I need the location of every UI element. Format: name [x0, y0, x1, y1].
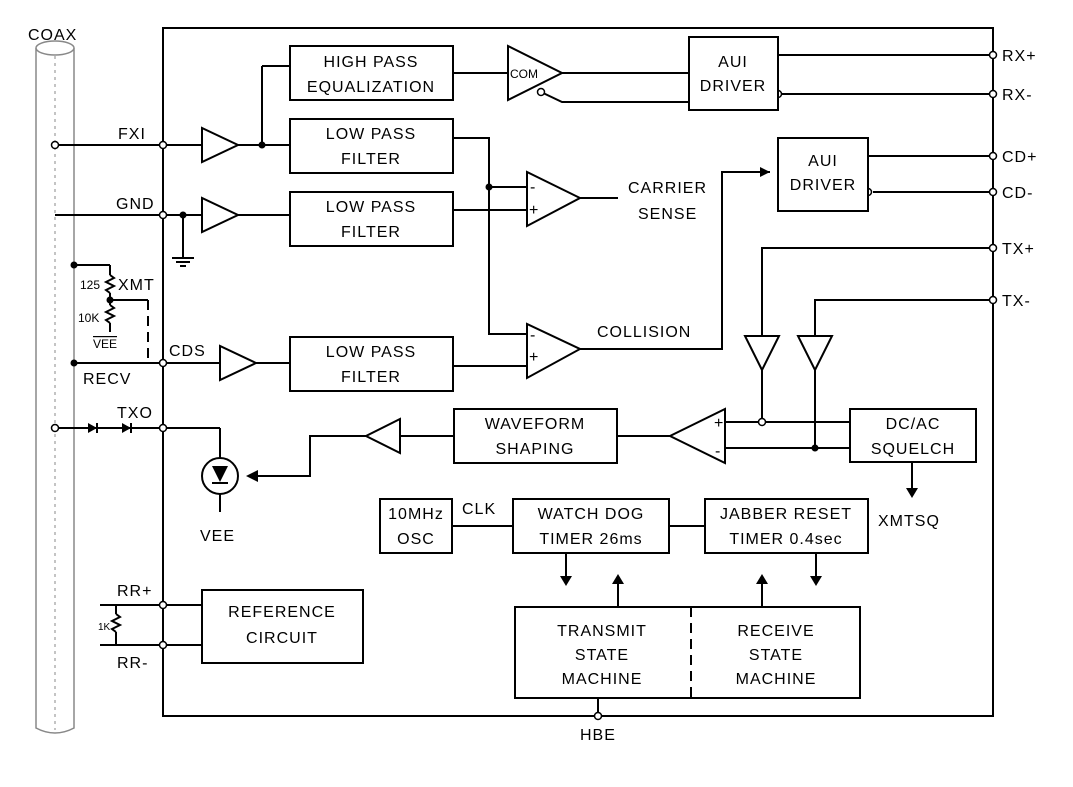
aui-cd-line-2: DRIVER	[790, 177, 856, 194]
watchdog-line-1: WATCH DOG	[538, 506, 645, 523]
aui-driver-rx-block: AUI DRIVER	[688, 36, 779, 111]
rr-plus-label: RR+	[117, 583, 152, 600]
aui-rx-line-2: DRIVER	[700, 78, 766, 95]
carrier-sense-comparator	[526, 170, 583, 228]
cd-minus-label: CD-	[1002, 185, 1033, 202]
fxi-buffer	[201, 126, 241, 164]
chip-outline	[162, 27, 994, 717]
receive-sm-line-1: RECEIVE	[737, 623, 814, 640]
gnd-buffer	[201, 196, 241, 234]
carrier-sense-label-2: SENSE	[638, 206, 697, 223]
transmit-sm-line-3: MACHINE	[562, 671, 643, 688]
tx-minus-label: TX-	[1002, 293, 1031, 310]
r1k-label: 1K	[98, 622, 111, 633]
lpf3-line-2: FILTER	[341, 369, 401, 386]
lpf3-line-1: LOW PASS	[326, 344, 416, 361]
coax-label: COAX	[28, 27, 77, 44]
low-pass-filter-3-block: LOW PASS FILTER	[289, 336, 454, 392]
xmtsq-label: XMTSQ	[878, 513, 940, 530]
vee-small-label: VEE	[93, 337, 117, 351]
carrier-sense-label-1: CARRIER	[628, 180, 707, 197]
reference-circuit-block: REFERENCE CIRCUIT	[201, 589, 364, 664]
vee-label: VEE	[200, 528, 235, 545]
collision-comparator	[526, 322, 583, 380]
reference-line-2: CIRCUIT	[246, 630, 318, 647]
state-machine-block: TRANSMIT STATE MACHINE RECEIVE STATE MAC…	[514, 606, 861, 699]
lpf2-line-2: FILTER	[341, 224, 401, 241]
squelch-line-1: DC/AC	[886, 416, 941, 433]
left-wiring	[50, 140, 239, 646]
rr-minus-label: RR-	[117, 655, 148, 672]
com-label: COM	[510, 67, 538, 81]
squelch-line-2: SQUELCH	[871, 441, 955, 458]
aui-driver-cd-block: AUI DRIVER	[777, 137, 869, 212]
cds-label: CDS	[169, 343, 206, 360]
jabber-reset-timer-block: JABBER RESET TIMER 0.4sec	[704, 498, 869, 554]
aui-rx-line-1: AUI	[718, 54, 748, 71]
receive-plus-sign: +	[714, 415, 724, 432]
low-pass-filter-1-block: LOW PASS FILTER	[289, 118, 454, 174]
transmit-sm-line-1: TRANSMIT	[557, 623, 647, 640]
watchdog-timer-block: WATCH DOG TIMER 26ms	[512, 498, 670, 554]
receive-sm-line-3: MACHINE	[736, 671, 817, 688]
waveform-line-2: SHAPING	[495, 441, 574, 458]
rx-minus-label: RX-	[1002, 87, 1033, 104]
waveform-line-1: WAVEFORM	[485, 416, 585, 433]
collision-label: COLLISION	[597, 324, 691, 341]
hbe-label: HBE	[580, 727, 616, 744]
internal-wiring	[238, 54, 993, 716]
reference-line-1: REFERENCE	[228, 604, 336, 621]
collision-plus-sign: +	[529, 349, 539, 366]
aui-cd-line-1: AUI	[808, 153, 838, 170]
hpe-line-1: HIGH PASS	[324, 54, 419, 71]
osc-line-1: 10MHz	[388, 506, 444, 523]
rx-plus-label: RX+	[1002, 48, 1037, 65]
cd-plus-label: CD+	[1002, 149, 1037, 166]
recv-label: RECV	[83, 371, 131, 388]
coax-cable	[35, 40, 75, 734]
cds-buffer	[219, 344, 259, 382]
gnd-label: GND	[116, 196, 155, 213]
lpf2-line-1: LOW PASS	[326, 199, 416, 216]
carrier-minus-sign: -	[530, 179, 536, 196]
com-comparator	[507, 44, 565, 102]
txo-label: TXO	[117, 405, 153, 422]
transmit-sm-line-2: STATE	[575, 647, 629, 664]
fxi-label: FXI	[118, 126, 146, 143]
oscillator-block: 10MHz OSC	[379, 498, 453, 554]
tx-plus-label: TX+	[1002, 241, 1035, 258]
clk-label: CLK	[462, 501, 496, 518]
receive-comparator	[667, 407, 726, 465]
tx-plus-buffer	[743, 335, 781, 373]
r125-label: 125	[80, 278, 100, 292]
high-pass-equalization-block: HIGH PASS EQUALIZATION	[289, 45, 454, 101]
osc-line-2: OSC	[397, 531, 435, 548]
tx-minus-buffer	[796, 335, 834, 373]
hpe-line-2: EQUALIZATION	[307, 79, 435, 96]
waveform-shaping-block: WAVEFORM SHAPING	[453, 408, 618, 464]
txo-output-buffer	[363, 417, 401, 455]
low-pass-filter-2-block: LOW PASS FILTER	[289, 191, 454, 247]
lpf1-line-1: LOW PASS	[326, 126, 416, 143]
lpf1-line-2: FILTER	[341, 151, 401, 168]
receive-sm-line-2: STATE	[749, 647, 803, 664]
collision-minus-sign: -	[530, 327, 536, 344]
jabber-line-1: JABBER RESET	[720, 506, 852, 523]
receive-minus-sign: -	[715, 443, 721, 460]
carrier-plus-sign: +	[529, 202, 539, 219]
dc-ac-squelch-block: DC/AC SQUELCH	[849, 408, 977, 463]
r10k-label: 10K	[78, 311, 99, 325]
xmt-label: XMT	[118, 277, 155, 294]
jabber-line-2: TIMER 0.4sec	[729, 531, 842, 548]
watchdog-line-2: TIMER 26ms	[539, 531, 642, 548]
